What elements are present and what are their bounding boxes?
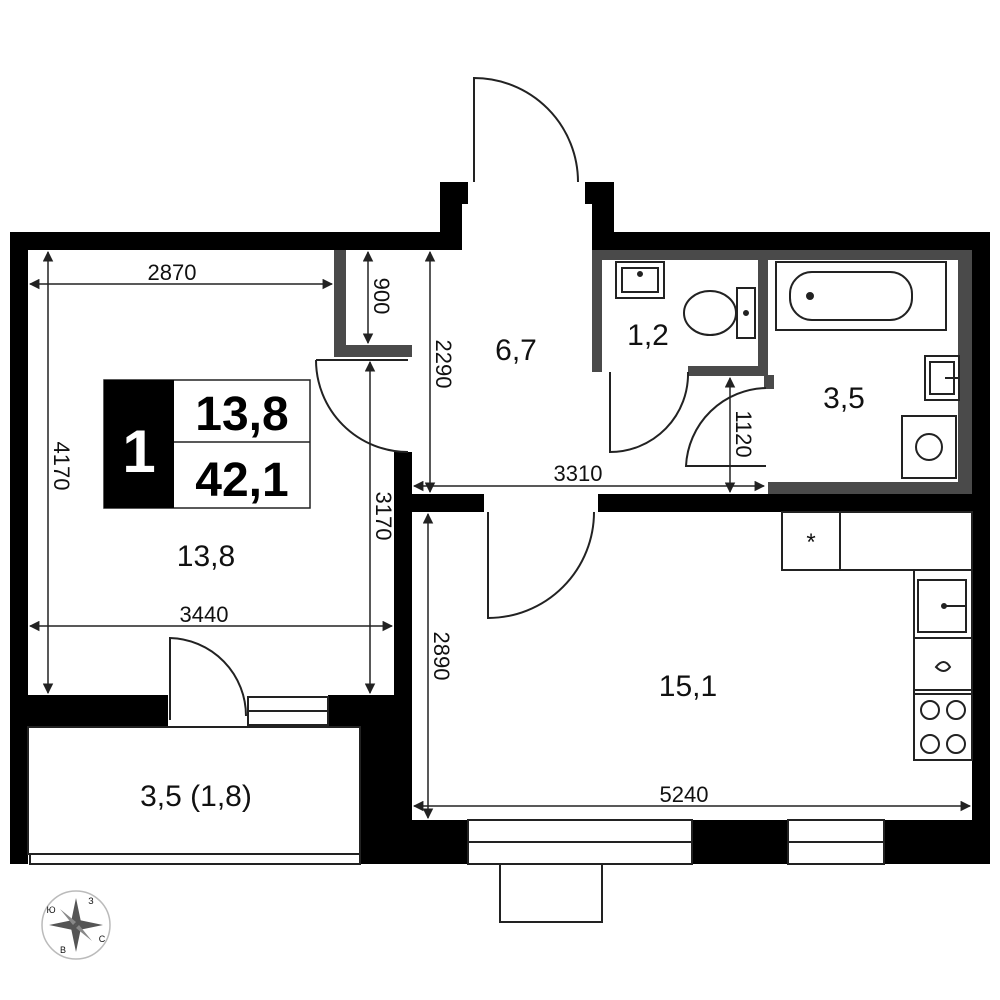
living-area-value: 13,8: [195, 388, 288, 441]
dim-living-door-height: 3170: [371, 492, 396, 541]
rooms-count: 1: [122, 418, 155, 485]
dim-hall-width: 3310: [554, 461, 603, 486]
fixtures: *: [615, 261, 973, 761]
exterior-walls: [10, 182, 990, 864]
compass-icon: З Ю В С: [41, 890, 111, 960]
total-area-value: 42,1: [195, 454, 288, 507]
compass-s: В: [60, 945, 66, 955]
counter-icon: [781, 511, 841, 571]
dimension-lines: [28, 250, 972, 820]
room-area-hallway: 6,7: [495, 334, 537, 367]
room-labels: 13,8 6,7 1,2 3,5 15,1 3,5 (1,8): [140, 319, 865, 813]
compass-e: С: [99, 934, 106, 944]
room-area-kitchen: 15,1: [659, 670, 717, 703]
room-area-living: 13,8: [177, 540, 235, 573]
dim-kitchen-width: 5240: [660, 782, 709, 807]
svg-text:*: *: [806, 529, 815, 556]
summary-badge: 1 13,8 42,1: [103, 379, 311, 509]
windows: [247, 696, 885, 923]
balcony: [27, 726, 361, 865]
dim-living-width-top: 2870: [148, 260, 197, 285]
dimension-labels: 2870 4170 3440 900 2290 3170 3310 1120 2…: [49, 260, 756, 807]
toilet-bowl-icon: [683, 290, 737, 336]
compass-n: З: [88, 896, 93, 906]
dim-living-width-bottom: 3440: [180, 602, 229, 627]
room-area-balcony: 3,5 (1,8): [140, 780, 252, 813]
kitchen-appliance-icon: [913, 637, 973, 691]
dim-kitchen-height: 2890: [429, 632, 454, 681]
dim-living-height: 4170: [49, 442, 74, 491]
dim-hall-niche: 900: [369, 278, 394, 315]
room-area-bathroom: 3,5: [823, 382, 865, 415]
doors: [169, 76, 767, 720]
compass-w: Ю: [46, 905, 55, 915]
dim-toilet-depth: 1120: [731, 410, 756, 457]
interior-walls: [394, 452, 972, 864]
partitions: [334, 250, 972, 494]
dim-hall-height: 2290: [431, 340, 456, 389]
room-area-toilet: 1,2: [627, 319, 669, 352]
